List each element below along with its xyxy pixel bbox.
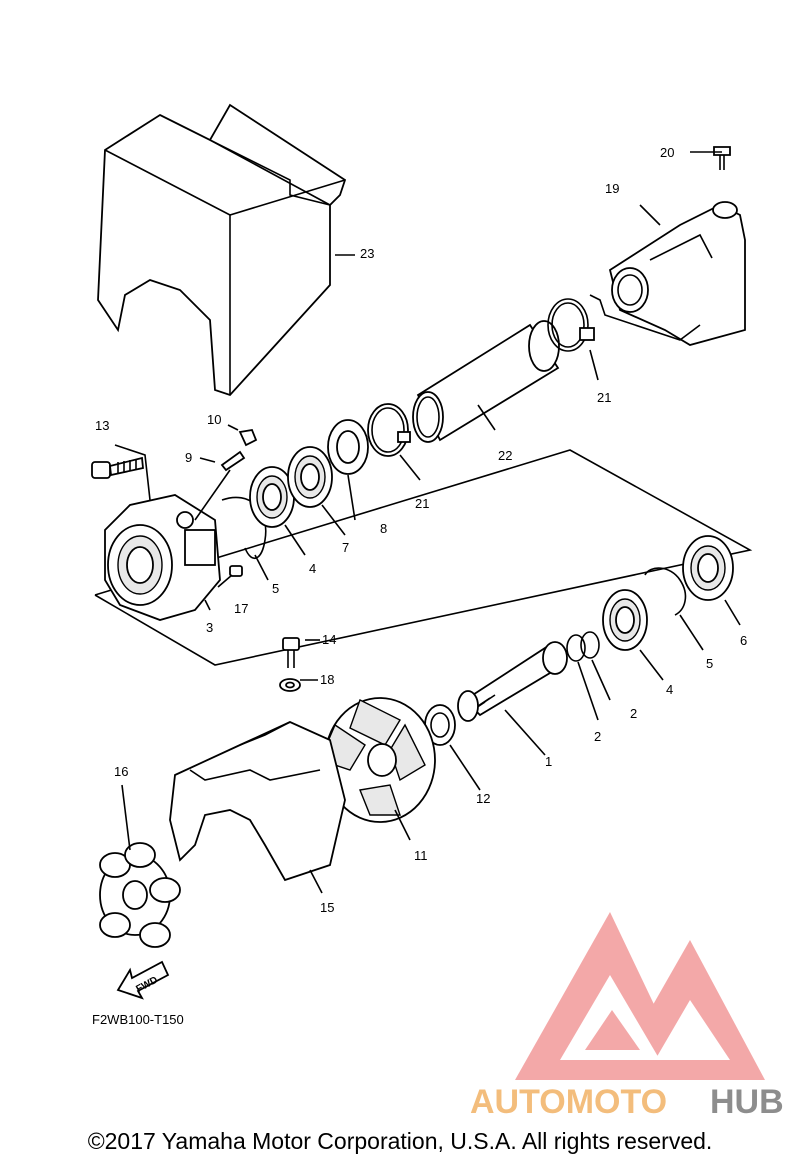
callout-9: 9 <box>185 450 192 465</box>
part-23-cover <box>97 103 347 397</box>
watermark-logo <box>515 912 765 1080</box>
part-1-shaft <box>457 641 568 722</box>
part-22-hose <box>412 320 560 443</box>
callout-8: 8 <box>380 521 387 536</box>
part-8-seal <box>327 419 369 475</box>
callout-14: 14 <box>322 632 336 647</box>
callout-19: 19 <box>605 181 619 196</box>
part-14-bolt <box>282 637 300 668</box>
part-20-bolt <box>713 146 731 170</box>
callout-2b: 2 <box>594 729 601 744</box>
part-7-bearing <box>287 446 333 508</box>
part-10-cap <box>238 428 258 447</box>
copyright-text: ©2017 Yamaha Motor Corporation, U.S.A. A… <box>87 1128 713 1154</box>
callout-20: 20 <box>660 145 674 160</box>
part-3-housing <box>104 494 221 621</box>
assembly-frame <box>94 449 753 666</box>
callouts: 23 20 19 21 22 21 13 10 9 8 7 4 5 17 3 6… <box>95 145 747 915</box>
part-6-bearing <box>682 535 734 601</box>
part-21-clamp-lower <box>367 403 411 457</box>
part-15-duct <box>169 721 346 882</box>
callout-4b: 4 <box>666 682 673 697</box>
callout-12: 12 <box>476 791 490 806</box>
leader-lines <box>114 151 741 894</box>
callout-2a: 2 <box>630 706 637 721</box>
part-17-pin <box>229 565 243 577</box>
callout-22: 22 <box>498 448 512 463</box>
part-9-fitting <box>194 450 246 521</box>
callout-7: 7 <box>342 540 349 555</box>
part-16-grate <box>99 842 181 948</box>
callout-17: 17 <box>234 601 248 616</box>
part-4-bearing-right <box>602 589 648 651</box>
part-4-bearing <box>249 466 295 528</box>
callout-10: 10 <box>207 412 221 427</box>
callout-21a: 21 <box>597 390 611 405</box>
callout-18: 18 <box>320 672 334 687</box>
part-21-clamp-upper <box>547 298 595 352</box>
callout-4a: 4 <box>309 561 316 576</box>
callout-6: 6 <box>740 633 747 648</box>
part-2-oring-a <box>580 631 600 659</box>
callout-5a: 5 <box>272 581 279 596</box>
callout-1: 1 <box>545 754 552 769</box>
callout-5b: 5 <box>706 656 713 671</box>
part-18-washer <box>279 678 301 692</box>
callout-13: 13 <box>95 418 109 433</box>
part-13-bolt <box>91 456 144 479</box>
drawing-code: F2WB100-T150 <box>92 1012 184 1027</box>
part-5-circlip <box>221 496 267 560</box>
fwd-arrow-icon <box>116 960 170 1000</box>
part-2-oring-b <box>566 634 586 662</box>
callout-23: 23 <box>360 246 374 261</box>
callout-15: 15 <box>320 900 334 915</box>
callout-3: 3 <box>206 620 213 635</box>
watermark-text-b: HUB <box>710 1083 784 1121</box>
callout-16: 16 <box>114 764 128 779</box>
part-19-nozzle <box>589 201 746 346</box>
part-5-circlip-right <box>644 567 687 616</box>
watermark-text-a: AUTOMOTO <box>470 1083 667 1121</box>
callout-21b: 21 <box>415 496 429 511</box>
callout-11: 11 <box>414 848 428 863</box>
